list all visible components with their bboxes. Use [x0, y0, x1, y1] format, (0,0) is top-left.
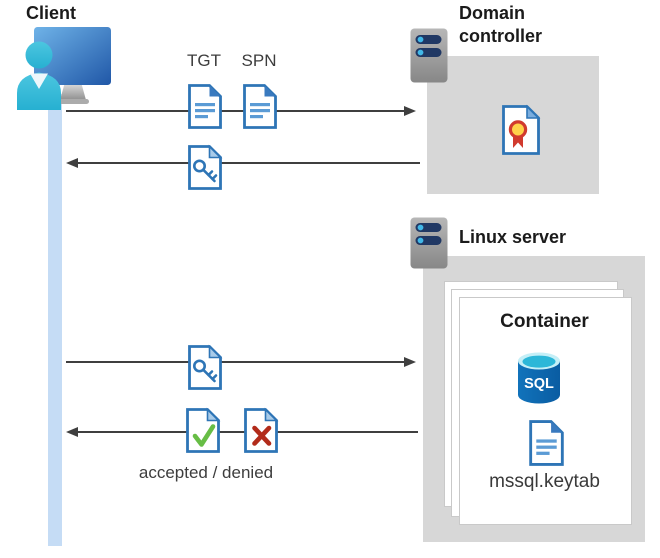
key-document-icon [188, 144, 223, 190]
person-at-workstation-icon [17, 27, 111, 110]
spn-document-icon [243, 84, 277, 129]
domain-controller-label: Domain controller [459, 3, 543, 46]
linux-server-icon [410, 217, 448, 269]
certificate-document-icon [502, 104, 541, 155]
client-label: Client [26, 3, 77, 23]
arrow-client-to-linux [66, 361, 404, 363]
container-label: Container [500, 311, 589, 332]
sql-badge-text: SQL [524, 376, 554, 392]
client-lifeline [48, 94, 62, 546]
container-card [459, 297, 632, 525]
denied-document-icon [244, 407, 279, 453]
arrowhead-right-icon [404, 105, 416, 116]
arrowhead-left-icon [66, 426, 78, 437]
keytab-filename: mssql.keytab [489, 471, 600, 492]
keytab-document-icon [529, 420, 564, 466]
accepted-denied-label: accepted / denied [138, 463, 274, 482]
accepted-document-icon [186, 407, 221, 453]
arrowhead-right-icon [404, 356, 416, 367]
linux-server-label: Linux server [459, 227, 567, 247]
tgt-document-icon [188, 84, 222, 129]
tgt-label: TGT [187, 51, 221, 70]
arrow-dc-to-client [78, 162, 420, 164]
key-document-icon [188, 344, 223, 390]
domain-controller-server-icon [410, 28, 448, 83]
arrowhead-left-icon [66, 157, 78, 168]
sql-database-icon: SQL [518, 352, 560, 404]
arrow-client-to-dc [66, 110, 404, 112]
spn-label: SPN [241, 51, 277, 70]
